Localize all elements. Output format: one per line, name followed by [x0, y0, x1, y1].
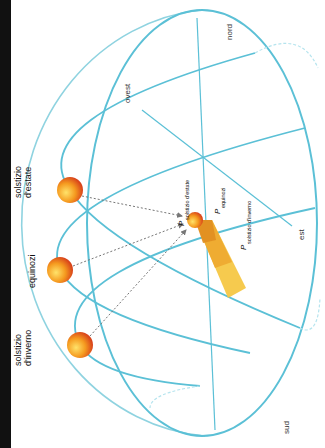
direction-label: sud	[283, 421, 292, 434]
shadow-label-subscript: solstizio d'inverno	[246, 201, 252, 244]
shadow-label: P	[240, 245, 249, 250]
shadow-label: P	[178, 221, 187, 226]
edge-band	[0, 0, 11, 448]
sun-label: equinozi	[28, 254, 38, 288]
shadow-label: P	[214, 209, 223, 214]
sun-label: solstizio d'inverno	[14, 314, 34, 366]
shadow-label-subscript: equinozi	[220, 188, 226, 209]
shadow-label-subscript: solstizio d'estate	[184, 180, 190, 220]
sun-label: solstizio d'estate	[14, 152, 34, 198]
direction-label: ovest	[124, 84, 133, 103]
direction-label: est	[298, 229, 307, 240]
direction-label: nord	[226, 24, 235, 40]
